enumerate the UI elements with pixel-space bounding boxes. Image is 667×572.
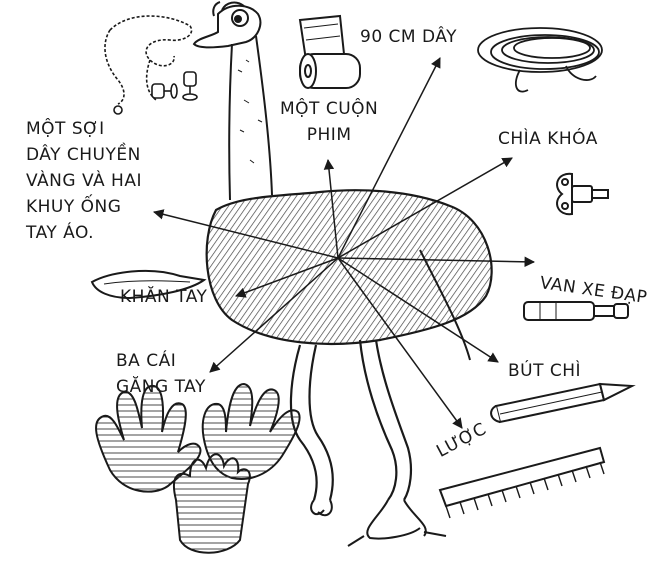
label-film-roll-line-1: MỘT CUỘN xyxy=(280,96,378,122)
pencil-icon xyxy=(491,384,632,422)
label-rope: 90 CM DÂY xyxy=(360,24,457,50)
label-gold-chain: MỘT SỢI DÂY CHUYỀN VÀNG VÀ HAI KHUY ỐNG … xyxy=(26,116,142,246)
label-film-roll-line-2: PHIM xyxy=(280,122,378,148)
label-gloves-line-1: BA CÁI xyxy=(116,348,206,374)
key-icon xyxy=(557,174,608,214)
chain-icon xyxy=(105,16,192,114)
label-handkerchief: KHĂN TAY xyxy=(120,284,207,310)
label-key: CHÌA KHÓA xyxy=(498,126,598,152)
film-roll-icon xyxy=(300,16,360,88)
comb-icon xyxy=(440,448,604,518)
label-gold-chain-line-2: DÂY CHUYỀN xyxy=(26,142,142,168)
label-gloves: BA CÁI GĂNG TAY xyxy=(116,348,206,400)
label-pencil: BÚT CHÌ xyxy=(508,358,581,384)
label-gold-chain-line-3: VÀNG VÀ HAI xyxy=(26,168,142,194)
label-film-roll: MỘT CUỘN PHIM xyxy=(280,96,378,148)
glove-icon xyxy=(96,384,300,553)
label-gold-chain-line-4: KHUY ỐNG xyxy=(26,194,142,220)
rope-icon xyxy=(478,28,602,92)
cufflinks-icon xyxy=(152,72,197,100)
label-gold-chain-line-1: MỘT SỢI xyxy=(26,116,142,142)
label-gloves-line-2: GĂNG TAY xyxy=(116,374,206,400)
label-gold-chain-line-5: TAY ÁO. xyxy=(26,220,142,246)
